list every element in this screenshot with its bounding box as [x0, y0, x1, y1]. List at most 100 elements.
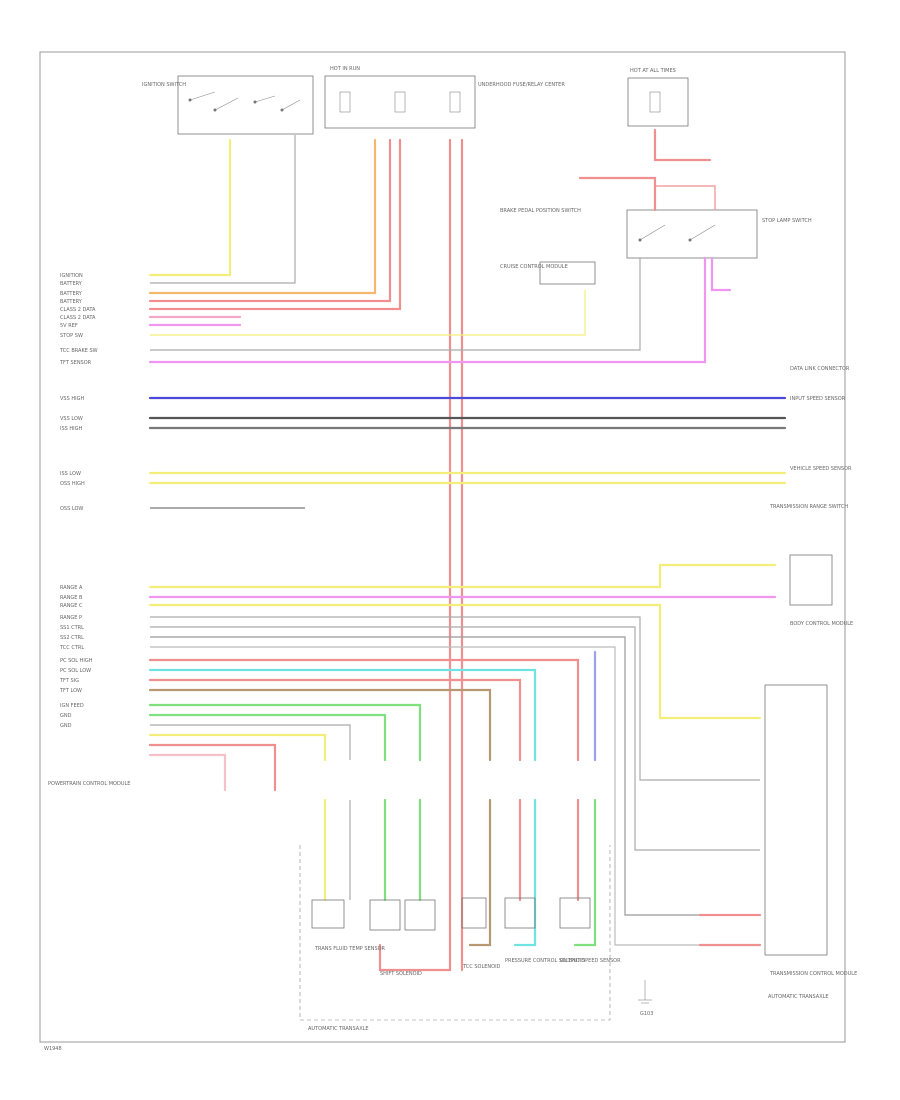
pin-label: OSS HIGH	[60, 481, 85, 487]
pin-label: OSS LOW	[60, 506, 83, 512]
pin-label: TCC CTRL	[59, 645, 84, 651]
pressure-solenoid-label: PRESSURE CONTROL SOLENOID	[505, 958, 585, 964]
wire-ss-green	[148, 713, 387, 762]
dlc-label: DATA LINK CONNECTOR	[790, 366, 850, 372]
pin-label: TFT SENSOR	[59, 360, 92, 366]
wire-range-yellow-2	[148, 603, 762, 720]
pin-label: IGNITION	[60, 273, 83, 279]
pin-label: VSS HIGH	[60, 396, 84, 402]
wire-ign-red	[148, 743, 277, 792]
diagram-frame	[39, 51, 846, 1043]
fuse-block-box	[324, 75, 476, 129]
ignition-switch-label: IGNITION SWITCH	[142, 82, 186, 88]
pin-label: 5V REF	[60, 323, 78, 329]
vss-label: VEHICLE SPEED SENSOR	[790, 466, 852, 472]
pin-label: TCC BRAKE SW	[59, 348, 98, 354]
tcm-box	[764, 684, 828, 956]
pin-label: TFT SIG	[59, 678, 79, 684]
ground-symbol	[638, 980, 652, 1004]
ignition-contacts	[188, 91, 301, 112]
ignition-switch-box	[177, 75, 314, 135]
wire-down-cyan	[513, 798, 537, 947]
stop-switch-contacts	[638, 224, 716, 242]
wire-battery-red-2	[148, 138, 402, 311]
hot-in-run-label: HOT IN RUN	[330, 66, 360, 72]
wire-battery-red-1	[148, 138, 392, 303]
brake-switch-label: BRAKE PEDAL POSITION SWITCH	[500, 208, 581, 214]
wire-solenoid-return	[378, 943, 452, 972]
stop-lamp-switch-box	[626, 209, 758, 259]
wire-ignition-gray	[150, 135, 296, 284]
trans-right-label: AUTOMATIC TRANSAXLE	[768, 994, 829, 1000]
pin-label: PC SOL HIGH	[60, 658, 93, 664]
pin-label: VSS LOW	[60, 416, 83, 422]
pin-label: BATTERY	[60, 281, 83, 287]
body-module-label: BODY CONTROL MODULE	[790, 621, 853, 627]
cruise-module-label: CRUISE CONTROL MODULE	[500, 264, 568, 270]
pin-label: RANGE A	[60, 585, 83, 591]
pin-label: SS2 CTRL	[60, 635, 84, 641]
wire-tcc-green	[148, 703, 422, 762]
pin-label: CLASS 2 DATA	[60, 307, 96, 313]
hot-at-all-times-box	[627, 77, 689, 127]
pin-label: BATTERY	[60, 299, 83, 305]
wire-pc-red	[148, 678, 522, 762]
input-speed-label: INPUT SPEED SENSOR	[790, 396, 846, 402]
pin-label: SS1 CTRL	[60, 625, 84, 631]
wire-range-gray-3	[150, 636, 760, 916]
pin-label: PC SOL LOW	[60, 668, 91, 674]
pin-label: ISS HIGH	[60, 426, 83, 432]
tcm-label: TRANSMISSION CONTROL MODULE	[769, 971, 857, 977]
wire-tcc-brake-magenta	[148, 256, 707, 364]
pin-label: TFT LOW	[59, 688, 82, 694]
fuse-elements	[339, 91, 461, 113]
wire-pc-brown	[148, 688, 492, 762]
transmission-components	[311, 897, 591, 931]
wire-range-gray-2	[150, 626, 760, 851]
wire-tft-yellow	[148, 733, 327, 762]
tft-sensor-label: TRANS FLUID TEMP SENSOR	[314, 946, 386, 952]
wire-5v-ref	[150, 290, 586, 336]
output-speed-label: OUTPUT SPEED SENSOR	[560, 958, 621, 964]
wire-gnd-red	[148, 753, 227, 792]
range-switch-box	[789, 554, 833, 606]
wire-top-right-red	[653, 128, 712, 162]
cruise-switch-box	[539, 261, 596, 285]
ground-label: G103	[640, 1011, 653, 1017]
pin-label: IGN FEED	[60, 703, 84, 709]
pin-label: STOP SW	[60, 333, 83, 339]
pin-label: CLASS 2 DATA	[60, 315, 96, 321]
stop-lamp-switch-label: STOP LAMP SWITCH	[762, 218, 812, 224]
wire-iss-cyan	[148, 668, 537, 762]
fuse-block-label: UNDERHOOD FUSE/RELAY CENTER	[478, 82, 565, 88]
wire-down-green-3	[573, 798, 597, 947]
wire-stop-feed-right	[655, 185, 716, 210]
shift-solenoid-label: SHIFT SOLENOID	[380, 971, 422, 977]
tcc-solenoid-label: TCC SOLENOID	[462, 964, 501, 970]
ecm-pin-labels: IGNITION BATTERY BATTERY BATTERY CLASS 2 DAT…	[59, 273, 98, 729]
wire-stop-out	[710, 256, 732, 292]
transmission-boundary	[299, 845, 611, 1021]
range-switch-label: TRANSMISSION RANGE SWITCH	[769, 504, 848, 510]
pin-label: GND	[60, 713, 72, 719]
wire-down-brown	[468, 798, 492, 947]
wire-range-gray-4	[150, 646, 760, 946]
wire-stop-feed-red	[578, 176, 657, 212]
wire-tft-gray	[150, 724, 351, 760]
pin-label: GND	[60, 723, 72, 729]
pin-label: BATTERY	[60, 291, 83, 297]
trans-assy-label: AUTOMATIC TRANSAXLE	[308, 1026, 369, 1032]
pin-label: ISS LOW	[60, 471, 81, 477]
footer-code: W1948	[44, 1046, 62, 1052]
wire-range-gray-1	[150, 616, 760, 781]
hot-at-all-times-label: HOT AT ALL TIMES	[630, 68, 676, 74]
wire-battery-orange	[148, 138, 377, 295]
pin-label: RANGE B	[60, 595, 83, 601]
wire-ignition-yellow	[148, 138, 232, 277]
wire-oss-red	[148, 658, 580, 762]
wire-stop-sw	[150, 258, 641, 351]
pin-label: RANGE C	[60, 603, 83, 609]
pin-label: RANGE P	[60, 615, 82, 621]
ecm-label: POWERTRAIN CONTROL MODULE	[48, 781, 130, 787]
